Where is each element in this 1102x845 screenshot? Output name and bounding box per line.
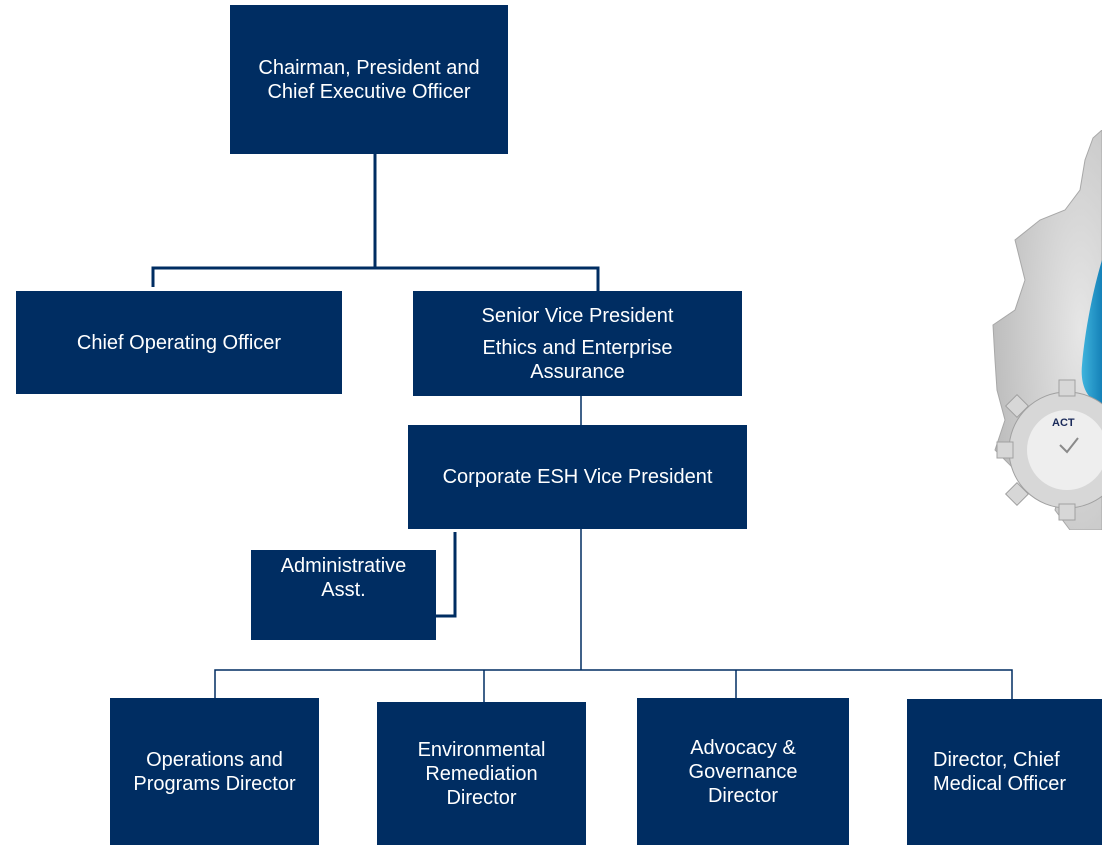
coo-box: Chief Operating Officer (16, 291, 342, 394)
admin-asst-line2: Asst. (321, 579, 366, 601)
director-title-line2: Medical Officer (933, 773, 1067, 795)
director-title-line1: Operations and (146, 748, 283, 771)
director-title-line1: Director, Chief (933, 749, 1060, 771)
coo-title: Chief Operating Officer (76, 331, 282, 354)
ceo-title-line2: Chief Executive Officer (267, 80, 471, 103)
director-box-advocacy: Advocacy & Governance Director (637, 698, 849, 845)
blue-accent-shape (1081, 260, 1102, 405)
ceo-box: Chairman, President and Chief Executive … (230, 5, 508, 154)
svp-box: Senior Vice President Ethics and Enterpr… (413, 291, 742, 396)
svp-title-line2: Ethics and Enterprise (482, 336, 673, 359)
check-icon (1059, 437, 1079, 454)
director-box-environmental: Environmental Remediation Director (377, 702, 586, 845)
esh-vp-box: Corporate ESH Vice President (408, 425, 747, 529)
director-title-line2: Programs Director (133, 772, 296, 795)
svp-title-line3: Assurance (530, 360, 625, 383)
admin-asst-line1: Administrative (280, 555, 407, 577)
admin-asst-box: Administrative Asst. (251, 550, 436, 640)
director-title-line3: Director (446, 786, 517, 809)
act-label: ACT (1052, 417, 1075, 429)
small-gear-icon (996, 379, 1102, 521)
director-box-operations: Operations and Programs Director (110, 698, 319, 845)
esh-vp-title: Corporate ESH Vice President (442, 466, 713, 488)
director-title-line1: Advocacy & (690, 736, 796, 759)
director-title-line2: Remediation (425, 762, 538, 785)
director-title-line3: Director (707, 784, 778, 807)
director-box-medical: Director, Chief Medical Officer (907, 699, 1102, 845)
svp-title-line1: Senior Vice President (481, 304, 674, 327)
director-title-line2: Governance (688, 760, 798, 783)
ceo-title-line1: Chairman, President and (258, 56, 480, 79)
gear-graphic: ACT (992, 130, 1102, 530)
director-title-line1: Environmental (417, 738, 546, 761)
